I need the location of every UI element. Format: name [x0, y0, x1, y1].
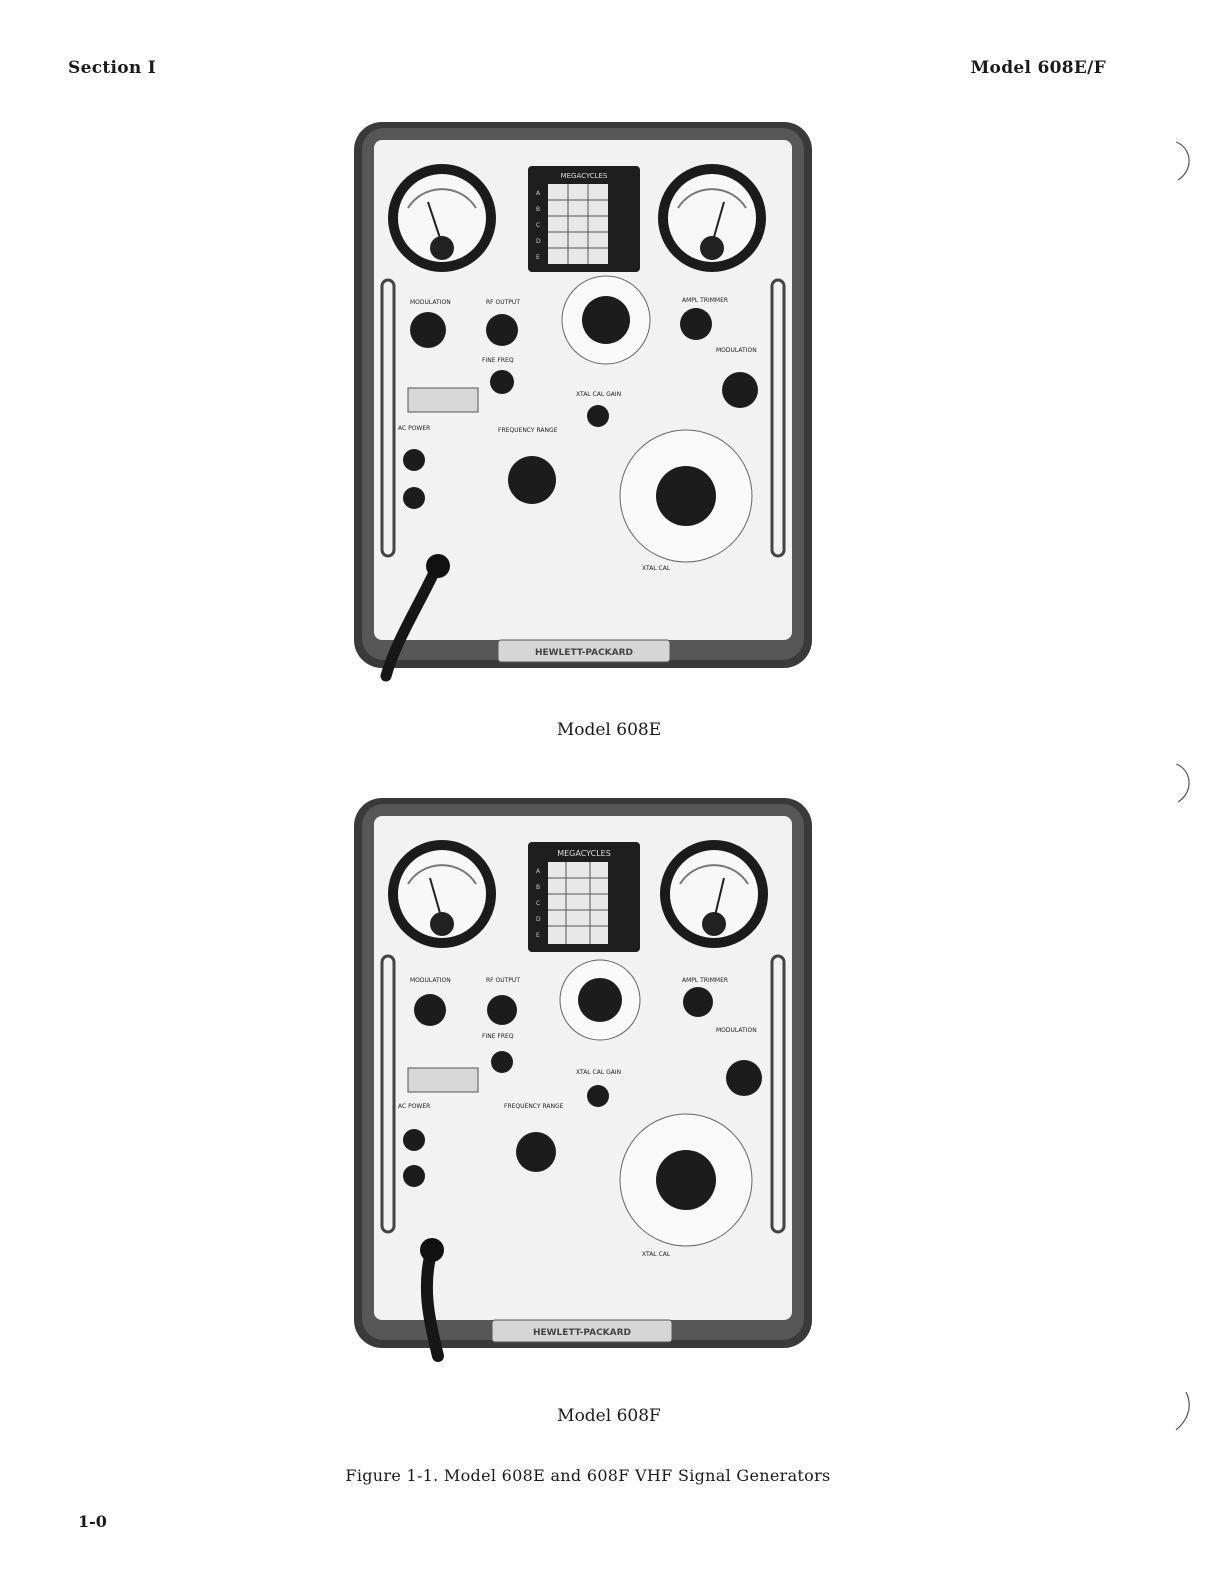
- output-meter: [388, 840, 496, 948]
- xtal-cal-gain-label: XTAL CAL GAIN: [576, 391, 621, 398]
- frequency-range-label: FREQUENCY RANGE: [498, 427, 558, 434]
- dial-band-d: D: [536, 916, 541, 923]
- signal-generator-front-panel-608f: MEGACYCLES A B C D E MODULATION RF OUTPU…: [354, 798, 812, 1362]
- dial-band-a: A: [536, 190, 541, 197]
- frequency-range-knob: [508, 456, 556, 504]
- photo-model-608e: MEGACYCLES A B C D E MODULATION RF OUTPU…: [352, 120, 814, 682]
- fine-freq-knob: [491, 1051, 513, 1073]
- ac-power-label: AC POWER: [398, 1103, 430, 1110]
- rf-output-label: RF OUTPUT: [486, 977, 520, 984]
- dial-band-c: C: [536, 900, 540, 907]
- modulation-select-label: MODULATION: [716, 347, 757, 354]
- dial-band-d: D: [536, 238, 541, 245]
- dial-band-b: B: [536, 884, 540, 891]
- fine-freq-label: FINE FREQ: [482, 357, 514, 364]
- photo-model-608f: MEGACYCLES A B C D E MODULATION RF OUTPU…: [352, 796, 814, 1362]
- left-handle: [380, 954, 396, 1234]
- modulation-meter: [660, 840, 768, 948]
- modulation-label: MODULATION: [410, 299, 451, 306]
- binding-hole-mark: [1175, 141, 1190, 181]
- figure-caption: Figure 1-1. Model 608E and 608F VHF Sign…: [345, 1466, 831, 1485]
- power-fuse: [403, 1129, 425, 1151]
- frequency-range-label: FREQUENCY RANGE: [504, 1103, 564, 1110]
- frequency-knob: [656, 1150, 716, 1210]
- right-handle: [770, 278, 786, 558]
- dial-band-e: E: [536, 932, 540, 939]
- page-number: 1-0: [78, 1512, 107, 1531]
- ampl-trimmer-label: AMPL TRIMMER: [682, 977, 728, 984]
- dial-band-e: E: [536, 254, 540, 261]
- dial-title: MEGACYCLES: [561, 172, 608, 180]
- photo-caption-608e: Model 608E: [556, 720, 662, 740]
- modulation-knob: [410, 312, 446, 348]
- dial-band-c: C: [536, 222, 540, 229]
- xtal-cal-label: XTAL CAL: [642, 565, 671, 572]
- attenuator-knob: [582, 296, 630, 344]
- dial-band-b: B: [536, 206, 540, 213]
- modulation-label: MODULATION: [410, 977, 451, 984]
- nameplate: HEWLETT-PACKARD: [533, 1328, 631, 1338]
- photo-caption-608f: Model 608F: [557, 1406, 661, 1426]
- section-header: Section I: [68, 58, 157, 78]
- nameplate: HEWLETT-PACKARD: [535, 648, 633, 658]
- modulation-select-label: MODULATION: [716, 1027, 757, 1034]
- xtal-cal-gain-knob: [587, 1085, 609, 1107]
- ampl-trimmer-knob: [683, 987, 713, 1017]
- ampl-trimmer-knob: [680, 308, 712, 340]
- frequency-range-knob: [516, 1132, 556, 1172]
- plate-label: [407, 1067, 479, 1093]
- ampl-trimmer-label: AMPL TRIMMER: [682, 297, 728, 304]
- fine-freq-knob: [490, 370, 514, 394]
- attenuator-knob: [578, 978, 622, 1022]
- rf-output-knob: [487, 995, 517, 1025]
- xtal-cal-gain-label: XTAL CAL GAIN: [576, 1069, 621, 1076]
- megacycles-dial-window: MEGACYCLES A B C D E: [528, 842, 640, 952]
- modulation-meter: [658, 164, 766, 272]
- frequency-knob: [656, 466, 716, 526]
- fine-freq-label: FINE FREQ: [482, 1033, 514, 1040]
- model-header: Model 608E/F: [970, 58, 1106, 78]
- binding-hole-mark: [1175, 763, 1190, 803]
- modulation-select-knob: [726, 1060, 762, 1096]
- power-fuse: [403, 449, 425, 471]
- power-fuse-2: [403, 1165, 425, 1187]
- rf-output-label: RF OUTPUT: [486, 299, 520, 306]
- xtal-cal-label: XTAL CAL: [642, 1251, 671, 1258]
- signal-generator-front-panel-608e: MEGACYCLES A B C D E MODULATION RF OUTPU…: [354, 122, 812, 682]
- xtal-cal-gain-knob: [587, 405, 609, 427]
- rf-output-knob: [486, 314, 518, 346]
- power-fuse-2: [403, 487, 425, 509]
- megacycles-dial-window: MEGACYCLES A B C D E: [528, 166, 640, 272]
- binding-hole-mark: [1175, 1391, 1190, 1431]
- dial-title: MEGACYCLES: [557, 849, 611, 858]
- modulation-select-knob: [722, 372, 758, 408]
- ac-power-label: AC POWER: [398, 425, 430, 432]
- plate-label: [407, 387, 479, 413]
- output-meter: [388, 164, 496, 272]
- modulation-knob: [414, 994, 446, 1026]
- left-handle: [380, 278, 396, 558]
- right-handle: [770, 954, 786, 1234]
- dial-band-a: A: [536, 868, 541, 875]
